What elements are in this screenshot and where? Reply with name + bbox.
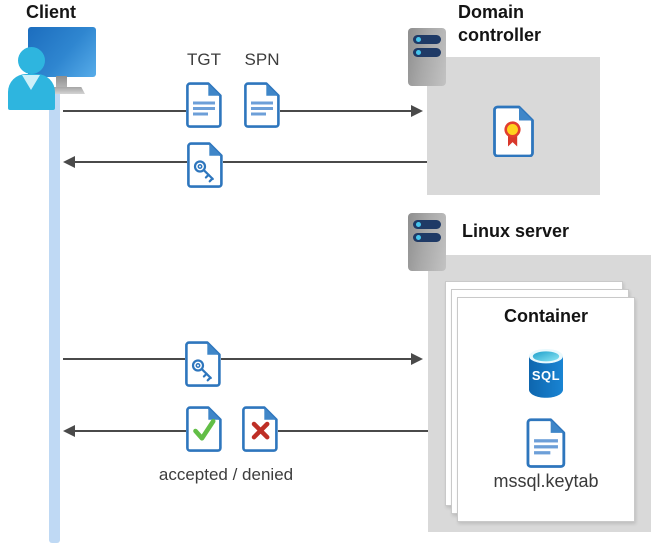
- client-label: Client: [26, 2, 77, 22]
- arrowhead-left-icon: [63, 425, 75, 437]
- arrowhead-right-icon: [411, 105, 423, 117]
- arrow-client-to-dc-segment: [280, 110, 411, 112]
- spn-label: SPN: [244, 50, 280, 69]
- sql-database-label: SQL: [531, 368, 561, 383]
- client-lifeline: [49, 92, 60, 543]
- keytab-document-icon: [526, 418, 566, 468]
- container-title: Container: [503, 306, 588, 326]
- arrow-dc-to-client-segment: [223, 161, 427, 163]
- arrow-server-to-client-segment: [278, 430, 428, 432]
- tgt-label: TGT: [187, 50, 221, 69]
- domain-controller-title: Domain controller: [458, 2, 542, 45]
- monitor-stand-base-icon: [48, 87, 85, 94]
- arrow-client-to-server-segment: [221, 358, 411, 360]
- server-drive-bar-icon: [413, 35, 441, 44]
- server-drive-bar-icon: [413, 232, 441, 242]
- accepted-document-icon: [186, 406, 222, 452]
- accepted-denied-label: accepted / denied: [158, 465, 294, 484]
- tgt-document-icon: [186, 82, 222, 128]
- linux-server-title: Linux server: [462, 221, 570, 241]
- denied-document-icon: [242, 406, 278, 452]
- linux-server-icon: [408, 213, 446, 271]
- arrow-client-to-dc-segment: [63, 110, 186, 112]
- spn-document-icon: [244, 82, 280, 128]
- certificate-document-icon: [493, 105, 535, 157]
- arrowhead-right-icon: [411, 353, 423, 365]
- arrow-server-to-client-segment: [75, 430, 186, 432]
- arrow-client-to-server-segment: [63, 358, 185, 360]
- container-card: Container SQL mssql.keytab: [457, 297, 635, 522]
- ticket-key-document-icon: [185, 341, 221, 387]
- person-icon: [18, 47, 45, 74]
- arrow-dc-to-client-segment: [75, 161, 187, 163]
- person-collar-icon: [22, 75, 40, 90]
- server-drive-bar-icon: [413, 47, 441, 57]
- ticket-key-document-icon: [187, 142, 223, 188]
- server-drive-bar-icon: [413, 220, 441, 229]
- monitor-stand-icon: [56, 76, 67, 88]
- domain-controller-server-icon: [408, 28, 446, 86]
- keytab-filename-label: mssql.keytab: [493, 471, 599, 491]
- arrowhead-left-icon: [63, 156, 75, 168]
